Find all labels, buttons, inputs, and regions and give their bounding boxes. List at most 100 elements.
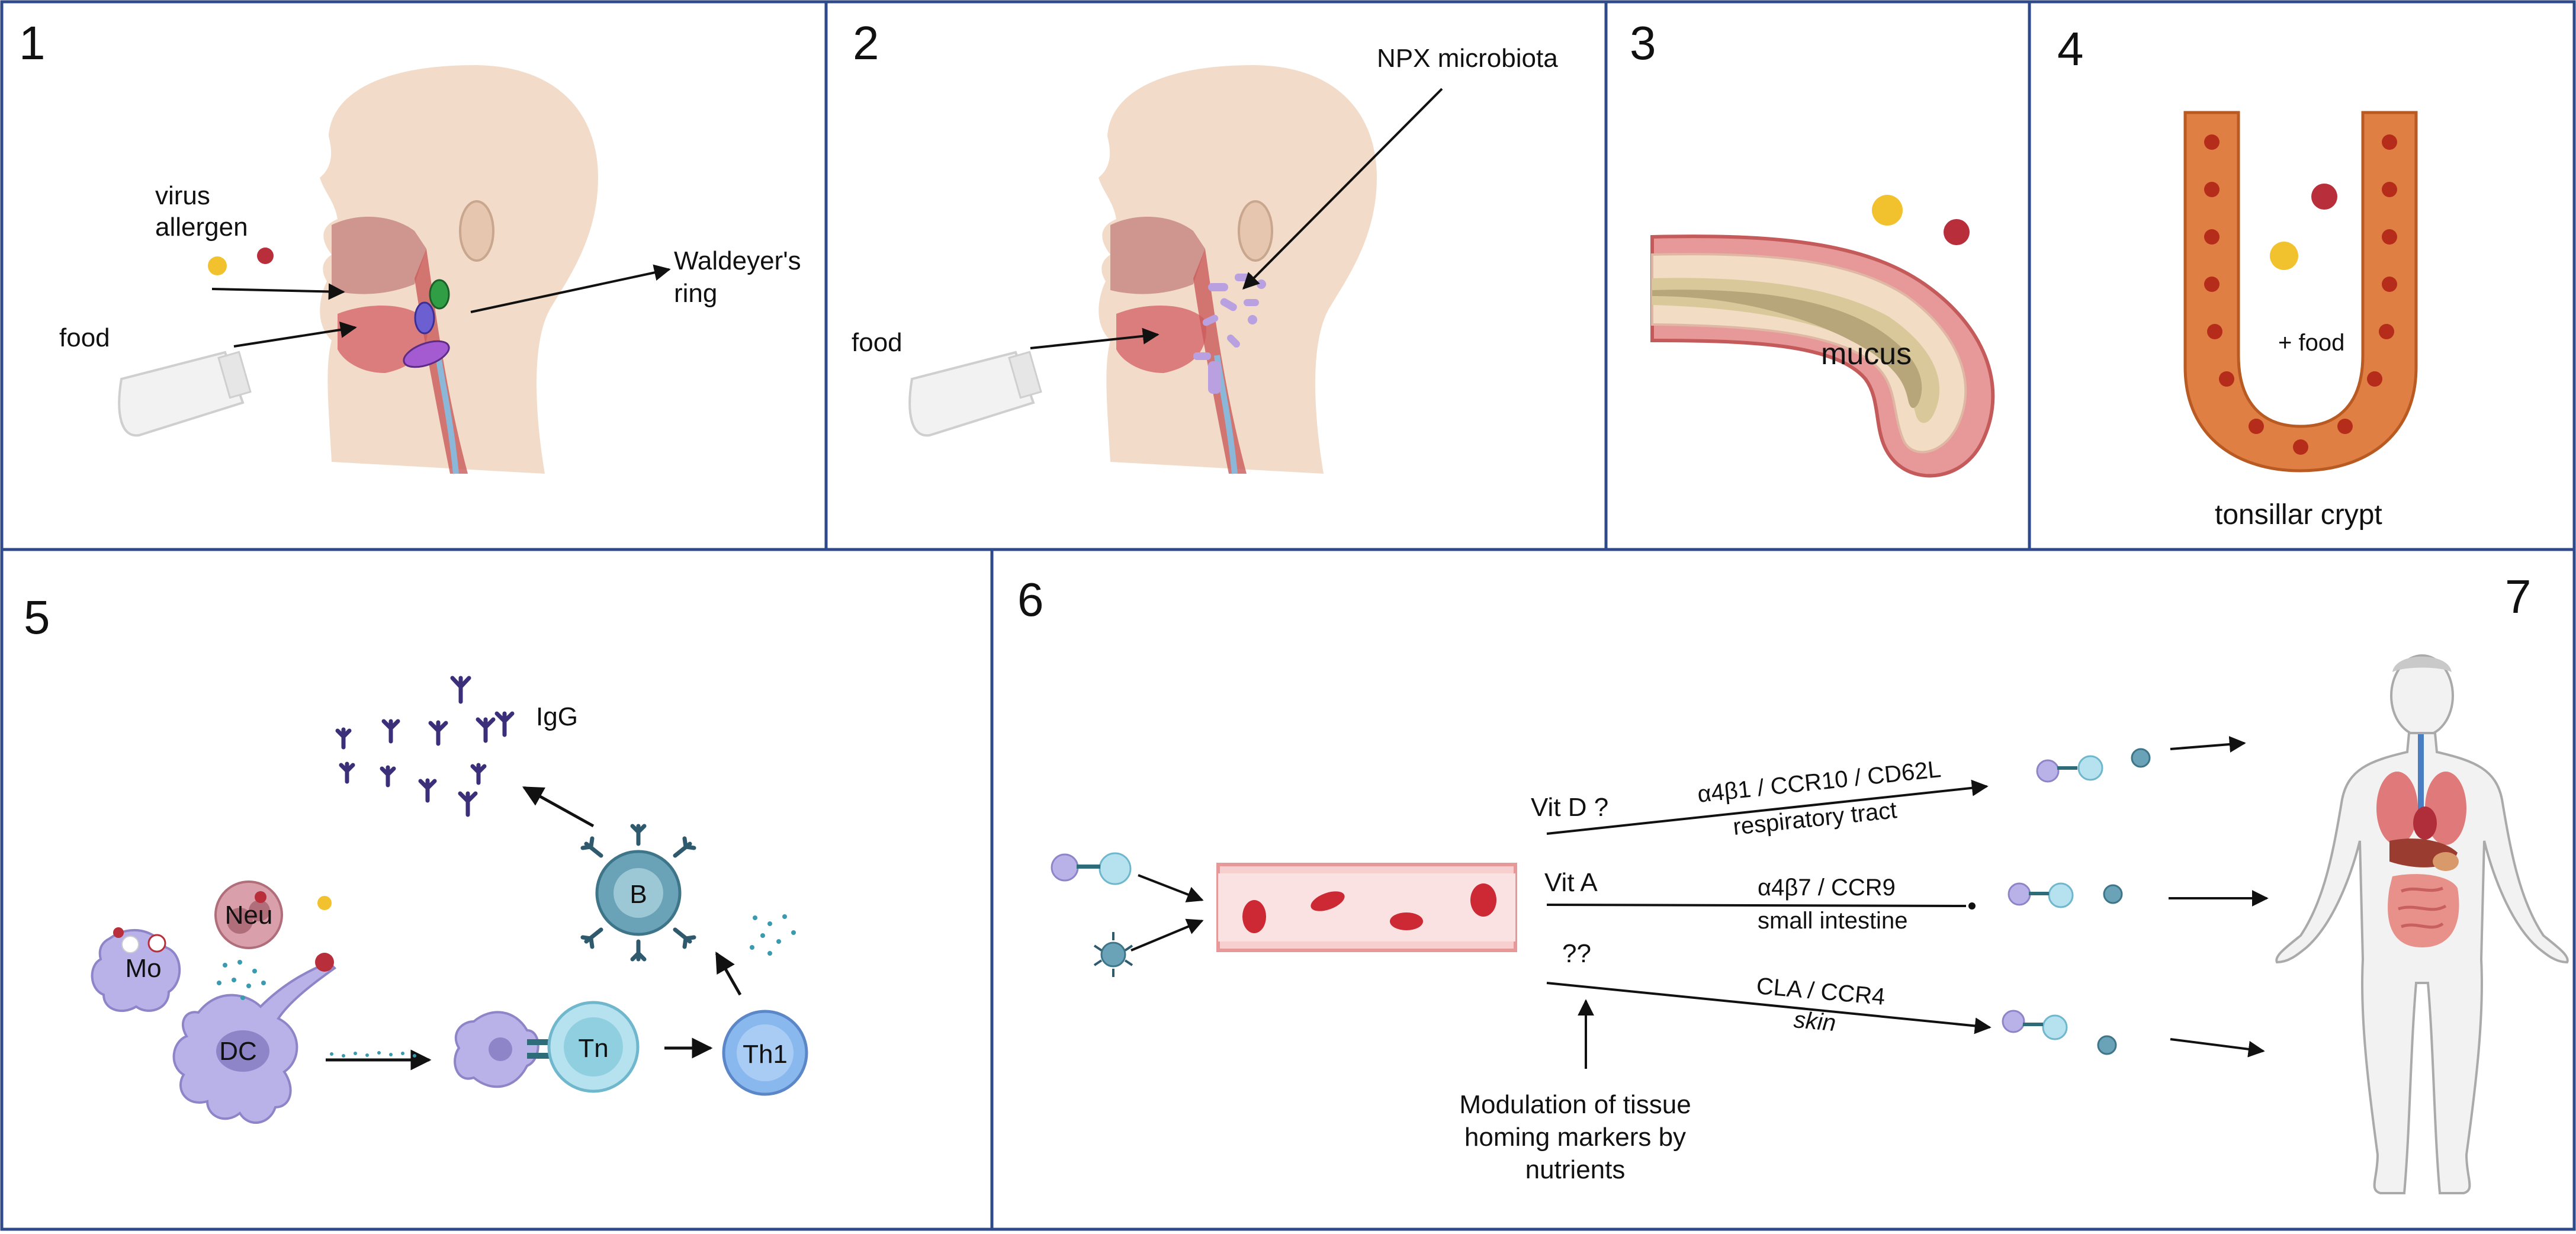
homing-cells-route-2 xyxy=(2008,882,2123,908)
homing-cells-route-1 xyxy=(2036,748,2151,783)
body-silhouette xyxy=(2275,732,2569,1194)
dc-small xyxy=(1051,853,1079,882)
bottle-body xyxy=(118,351,245,437)
nucleus xyxy=(2204,277,2220,292)
virus-icon-3 xyxy=(1944,219,1970,245)
virus-on-mo-icon xyxy=(113,927,124,938)
vessel-lumen xyxy=(1218,873,1515,941)
palatine-tonsil xyxy=(414,301,435,335)
th1-cell-nucleus xyxy=(737,1024,794,1081)
microbe xyxy=(1208,361,1221,394)
mo-vesicle xyxy=(121,936,139,953)
bcell-small xyxy=(2131,748,2151,768)
antibody xyxy=(476,717,496,743)
panel-5: 5 IgG B xyxy=(24,591,808,1124)
mo-vesicle xyxy=(147,934,166,953)
route-1-site: respiratory tract xyxy=(1732,797,1898,840)
microbe xyxy=(1244,299,1259,306)
b-cell-receptor xyxy=(580,836,603,858)
synapse-small xyxy=(2029,892,2049,895)
oral-cavity-2 xyxy=(1116,306,1206,373)
nucleus xyxy=(2207,324,2222,339)
antibody xyxy=(381,719,400,744)
b-cell-receptor xyxy=(630,824,647,846)
virus-icon xyxy=(257,248,274,264)
bcell-small xyxy=(2097,1035,2117,1055)
antibody xyxy=(450,676,471,704)
panel-5-number: 5 xyxy=(24,591,50,644)
waldeyers-ring-label-line1: Waldeyer's xyxy=(674,246,801,275)
blood-vessel xyxy=(1216,863,1517,952)
food-arrow-2 xyxy=(1030,327,1159,349)
b-to-igg-arrow xyxy=(522,786,595,828)
dendritic-cell: DC xyxy=(172,960,337,1124)
vit-d-label: Vit D ? xyxy=(1531,793,1608,822)
microbe xyxy=(1248,315,1257,324)
virus-on-dc-icon xyxy=(315,953,334,972)
b-cell-nucleus xyxy=(614,868,663,918)
nucleus xyxy=(2379,324,2394,339)
panel-4-number: 4 xyxy=(2057,23,2084,75)
microbe xyxy=(1208,283,1228,291)
th1-to-b-arrow xyxy=(715,951,742,996)
modulation-label-line1: Modulation of tissue xyxy=(1459,1090,1691,1119)
route-3-site: skin xyxy=(1793,1007,1837,1036)
antibody xyxy=(418,778,437,803)
mucus-label: mucus xyxy=(1821,337,1912,371)
dc-small xyxy=(2036,759,2060,783)
vit-a-label: Vit A xyxy=(1544,868,1598,897)
bcell-to-vessel-arrow xyxy=(1130,918,1204,952)
panel-6-number: 6 xyxy=(1017,573,1044,626)
b-cell-receptor xyxy=(673,836,696,858)
tonsillar-crypt-epithelium xyxy=(2183,111,2418,473)
waldeyers-ring-label-line2: ring xyxy=(674,279,717,308)
crypt-nuclei xyxy=(2204,134,2397,455)
panel-1-number: 1 xyxy=(19,17,46,69)
red-blood-cell xyxy=(1470,883,1496,917)
food-label-4: + food xyxy=(2278,330,2344,356)
incoming-cells xyxy=(1051,852,1133,977)
lumen xyxy=(1652,290,1922,409)
head-profile-2 xyxy=(1099,65,1377,474)
cytokine-dots-b xyxy=(750,914,796,956)
nucleus xyxy=(2382,277,2397,292)
monocyte: Mo xyxy=(91,927,181,1013)
panel-6-frame xyxy=(990,548,2576,1231)
milk-bottle-2 xyxy=(908,351,1042,437)
nucleus xyxy=(2249,419,2264,434)
antigen-dots-trail xyxy=(330,1051,416,1058)
mo-label: Mo xyxy=(125,954,161,983)
neutrophil: Neu xyxy=(214,880,283,949)
route-3-to-body-arrow xyxy=(2170,1038,2265,1058)
route-2-site: small intestine xyxy=(1758,908,1907,934)
bcell-small xyxy=(1100,941,1126,968)
presenting-dc-nucleus xyxy=(489,1037,512,1061)
dc-tcell-to-vessel-arrow xyxy=(1138,874,1204,902)
tn-cell-label: Tn xyxy=(578,1034,608,1063)
antibody xyxy=(458,791,478,817)
body-stomach xyxy=(2433,852,2459,871)
neu-lobe xyxy=(249,900,270,921)
allergen-icon-4 xyxy=(2270,242,2298,270)
dc-tn-synapse: Tn xyxy=(454,1001,640,1093)
synapse-small xyxy=(1077,865,1100,869)
antibody xyxy=(335,727,352,750)
neu-lobe xyxy=(227,908,253,934)
b-cell-receptor xyxy=(630,939,647,962)
red-blood-cell xyxy=(1242,900,1266,933)
ear-2 xyxy=(1238,200,1273,262)
allergen-icon-5 xyxy=(317,896,332,910)
panel-1: 1 virus allergen food Waldeyer's ring xyxy=(19,17,801,474)
ring-arrow xyxy=(470,264,671,313)
th1-cell-label: Th1 xyxy=(743,1040,788,1069)
igg-antibodies xyxy=(335,676,515,817)
body-heart xyxy=(2413,806,2437,840)
allergen-icon-3 xyxy=(1872,195,1903,226)
b-cell-receptor xyxy=(673,927,696,949)
adenoid-tonsil xyxy=(429,279,450,310)
microbe xyxy=(1220,298,1237,311)
tcell-small xyxy=(2042,1014,2068,1040)
modulation-label-line3: nutrients xyxy=(1525,1155,1626,1184)
